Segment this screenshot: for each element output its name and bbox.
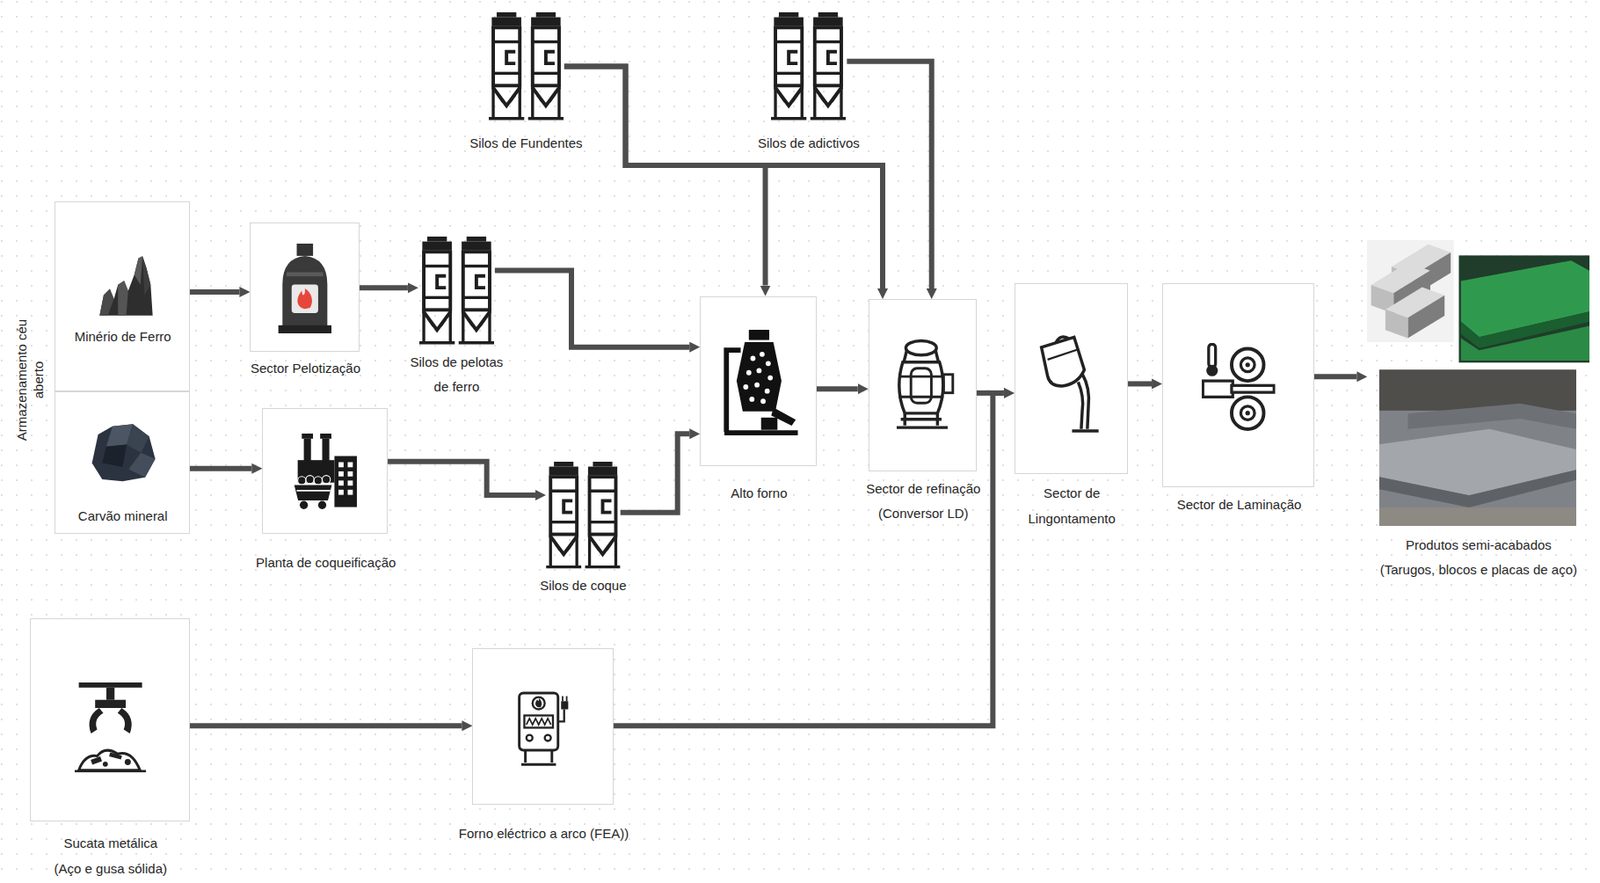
caption-label: Silos de pelotas de ferro (404, 349, 509, 400)
process-box: Sector de Lingontamento (1014, 283, 1128, 474)
caption-label: Sector de Lingontamento (1018, 480, 1125, 531)
process-box: Alto forno (699, 296, 816, 467)
icon-instance (1041, 336, 1099, 431)
flow-arrow (1127, 380, 1152, 386)
flow-arrow (1314, 373, 1357, 379)
icon-instance (1367, 240, 1590, 526)
node-icon (890, 337, 956, 430)
flow-arrow (387, 461, 536, 495)
icon-instance (419, 236, 495, 343)
icon-instance (278, 243, 332, 334)
caption-label: Planta de coqueificação (229, 550, 423, 576)
label-holder: Sector de Laminação (1142, 492, 1337, 518)
node-icon (1201, 342, 1276, 435)
icon-instance (293, 433, 357, 510)
caption-label: Silos de adictivos (720, 130, 897, 157)
icon-instance (488, 12, 564, 119)
flow-arrow (359, 284, 408, 291)
flow-arrow (816, 385, 859, 392)
silo-group: Silos de Fundentes (487, 12, 565, 121)
caption-label: Sector de refinação (Conversor LD) (852, 476, 994, 527)
process-box: Sector de Laminação (1162, 283, 1315, 488)
silo-group: Silos de adictivos (770, 12, 847, 121)
icon-instance (91, 424, 155, 482)
caption-label: Forno eléctrico a arco (FEA)) (429, 821, 659, 847)
caption-label: Sector de Laminação (1142, 492, 1337, 518)
node-icon (274, 243, 336, 334)
flow-arrow (189, 289, 240, 295)
flow-arrow (189, 465, 252, 472)
caption-label: Sucata metálica (Aço e gusa sólida) (50, 830, 170, 881)
side-label-holder: Armazenamento céu aberto (14, 311, 48, 448)
node-icon (87, 421, 158, 484)
flow-arrow (846, 61, 931, 289)
process-box: Planta de coqueificação (261, 407, 388, 534)
node-icon (1037, 334, 1101, 433)
product-images: Produtos semi-acabados (Tarugos, blocos … (1367, 240, 1590, 526)
label-holder: Sucata metálica (Aço e gusa sólida) (50, 830, 170, 881)
icon-instance (74, 682, 146, 771)
silo-group: Silos de pelotas de ferro (418, 236, 495, 345)
icon-instance (724, 329, 799, 433)
silo-group: Silos de coque (545, 461, 621, 569)
label-holder: Minério de Ferro (57, 324, 190, 350)
storage-box: Sucata metálica (Aço e gusa sólida) (29, 618, 190, 822)
node-icon (418, 236, 495, 345)
icon-instance (770, 12, 846, 119)
process-box: Sector Pelotização (249, 222, 359, 352)
label-holder: Carvão mineral (57, 503, 190, 530)
label-holder: Sector de Lingontamento (1018, 480, 1125, 531)
caption-label: Alto forno (670, 480, 847, 507)
flow-arrow (620, 433, 691, 512)
storage-box: Minério de Ferro (54, 201, 190, 392)
node-icon (515, 686, 573, 767)
label-holder: Sector de refinação (Conversor LD) (852, 476, 994, 527)
storage-area-label: Armazenamento céu aberto (14, 311, 48, 448)
node-icon (97, 254, 154, 318)
label-holder: Sector Pelotização (217, 356, 393, 382)
label-holder: Planta de coqueificação (229, 550, 423, 576)
caption-label: Produtos semi-acabados (Tarugos, blocos … (1377, 532, 1580, 583)
label-holder: Silos de Fundentes (437, 130, 614, 157)
process-box: Sector de refinação (Conversor LD) (868, 298, 977, 472)
caption-label: Silos de coque (494, 573, 671, 599)
node-icon (1367, 240, 1590, 526)
label-holder: Alto forno (670, 480, 847, 507)
process-box: Forno eléctrico a arco (FEA)) (472, 647, 613, 805)
flow-arrow (564, 65, 766, 285)
icon-instance (545, 461, 620, 568)
icon-instance (100, 255, 153, 315)
box-label: Minério de Ferro (57, 324, 190, 350)
label-holder: Forno eléctrico a arco (FEA)) (429, 821, 659, 847)
icon-instance (896, 340, 953, 428)
storage-box: Carvão mineral (54, 391, 190, 535)
caption-label: Silos de Fundentes (437, 130, 614, 157)
label-holder: Produtos semi-acabados (Tarugos, blocos … (1377, 532, 1580, 583)
label-holder: Silos de pelotas de ferro (404, 349, 509, 400)
flow-arrow (189, 722, 463, 728)
label-holder: Silos de coque (494, 573, 671, 599)
node-icon (770, 12, 847, 121)
node-icon (718, 329, 800, 437)
label-holder: Silos de adictivos (720, 130, 897, 157)
node-icon (293, 433, 359, 511)
icon-instance (519, 692, 569, 764)
node-icon (74, 682, 146, 772)
caption-label: Sector Pelotização (217, 356, 393, 382)
box-label: Carvão mineral (57, 503, 190, 530)
node-icon (487, 12, 565, 121)
icon-instance (1202, 343, 1274, 430)
node-icon (545, 461, 621, 569)
flow-arrow (494, 270, 690, 348)
